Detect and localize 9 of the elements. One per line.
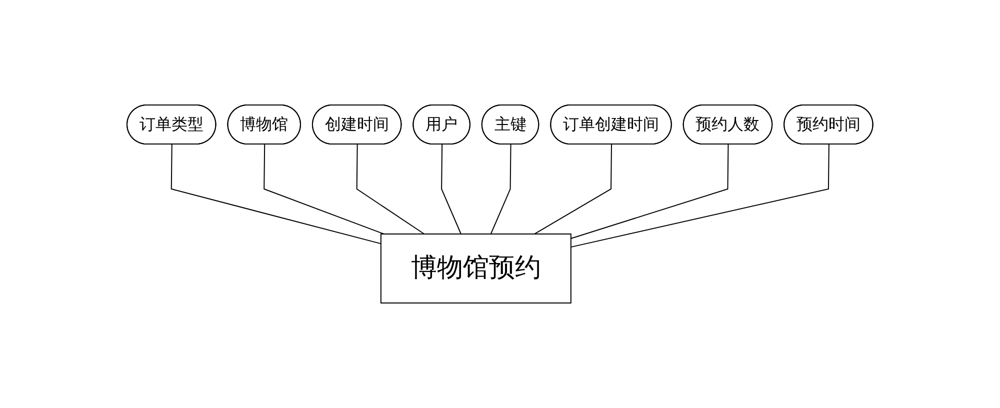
node-box: 博物馆预约	[380, 234, 572, 304]
connector	[534, 144, 612, 234]
connector	[490, 144, 512, 234]
connector	[570, 144, 729, 239]
connector	[264, 144, 385, 234]
connector	[570, 144, 830, 248]
connector	[356, 144, 425, 234]
connector	[441, 144, 462, 234]
connector	[170, 144, 382, 244]
